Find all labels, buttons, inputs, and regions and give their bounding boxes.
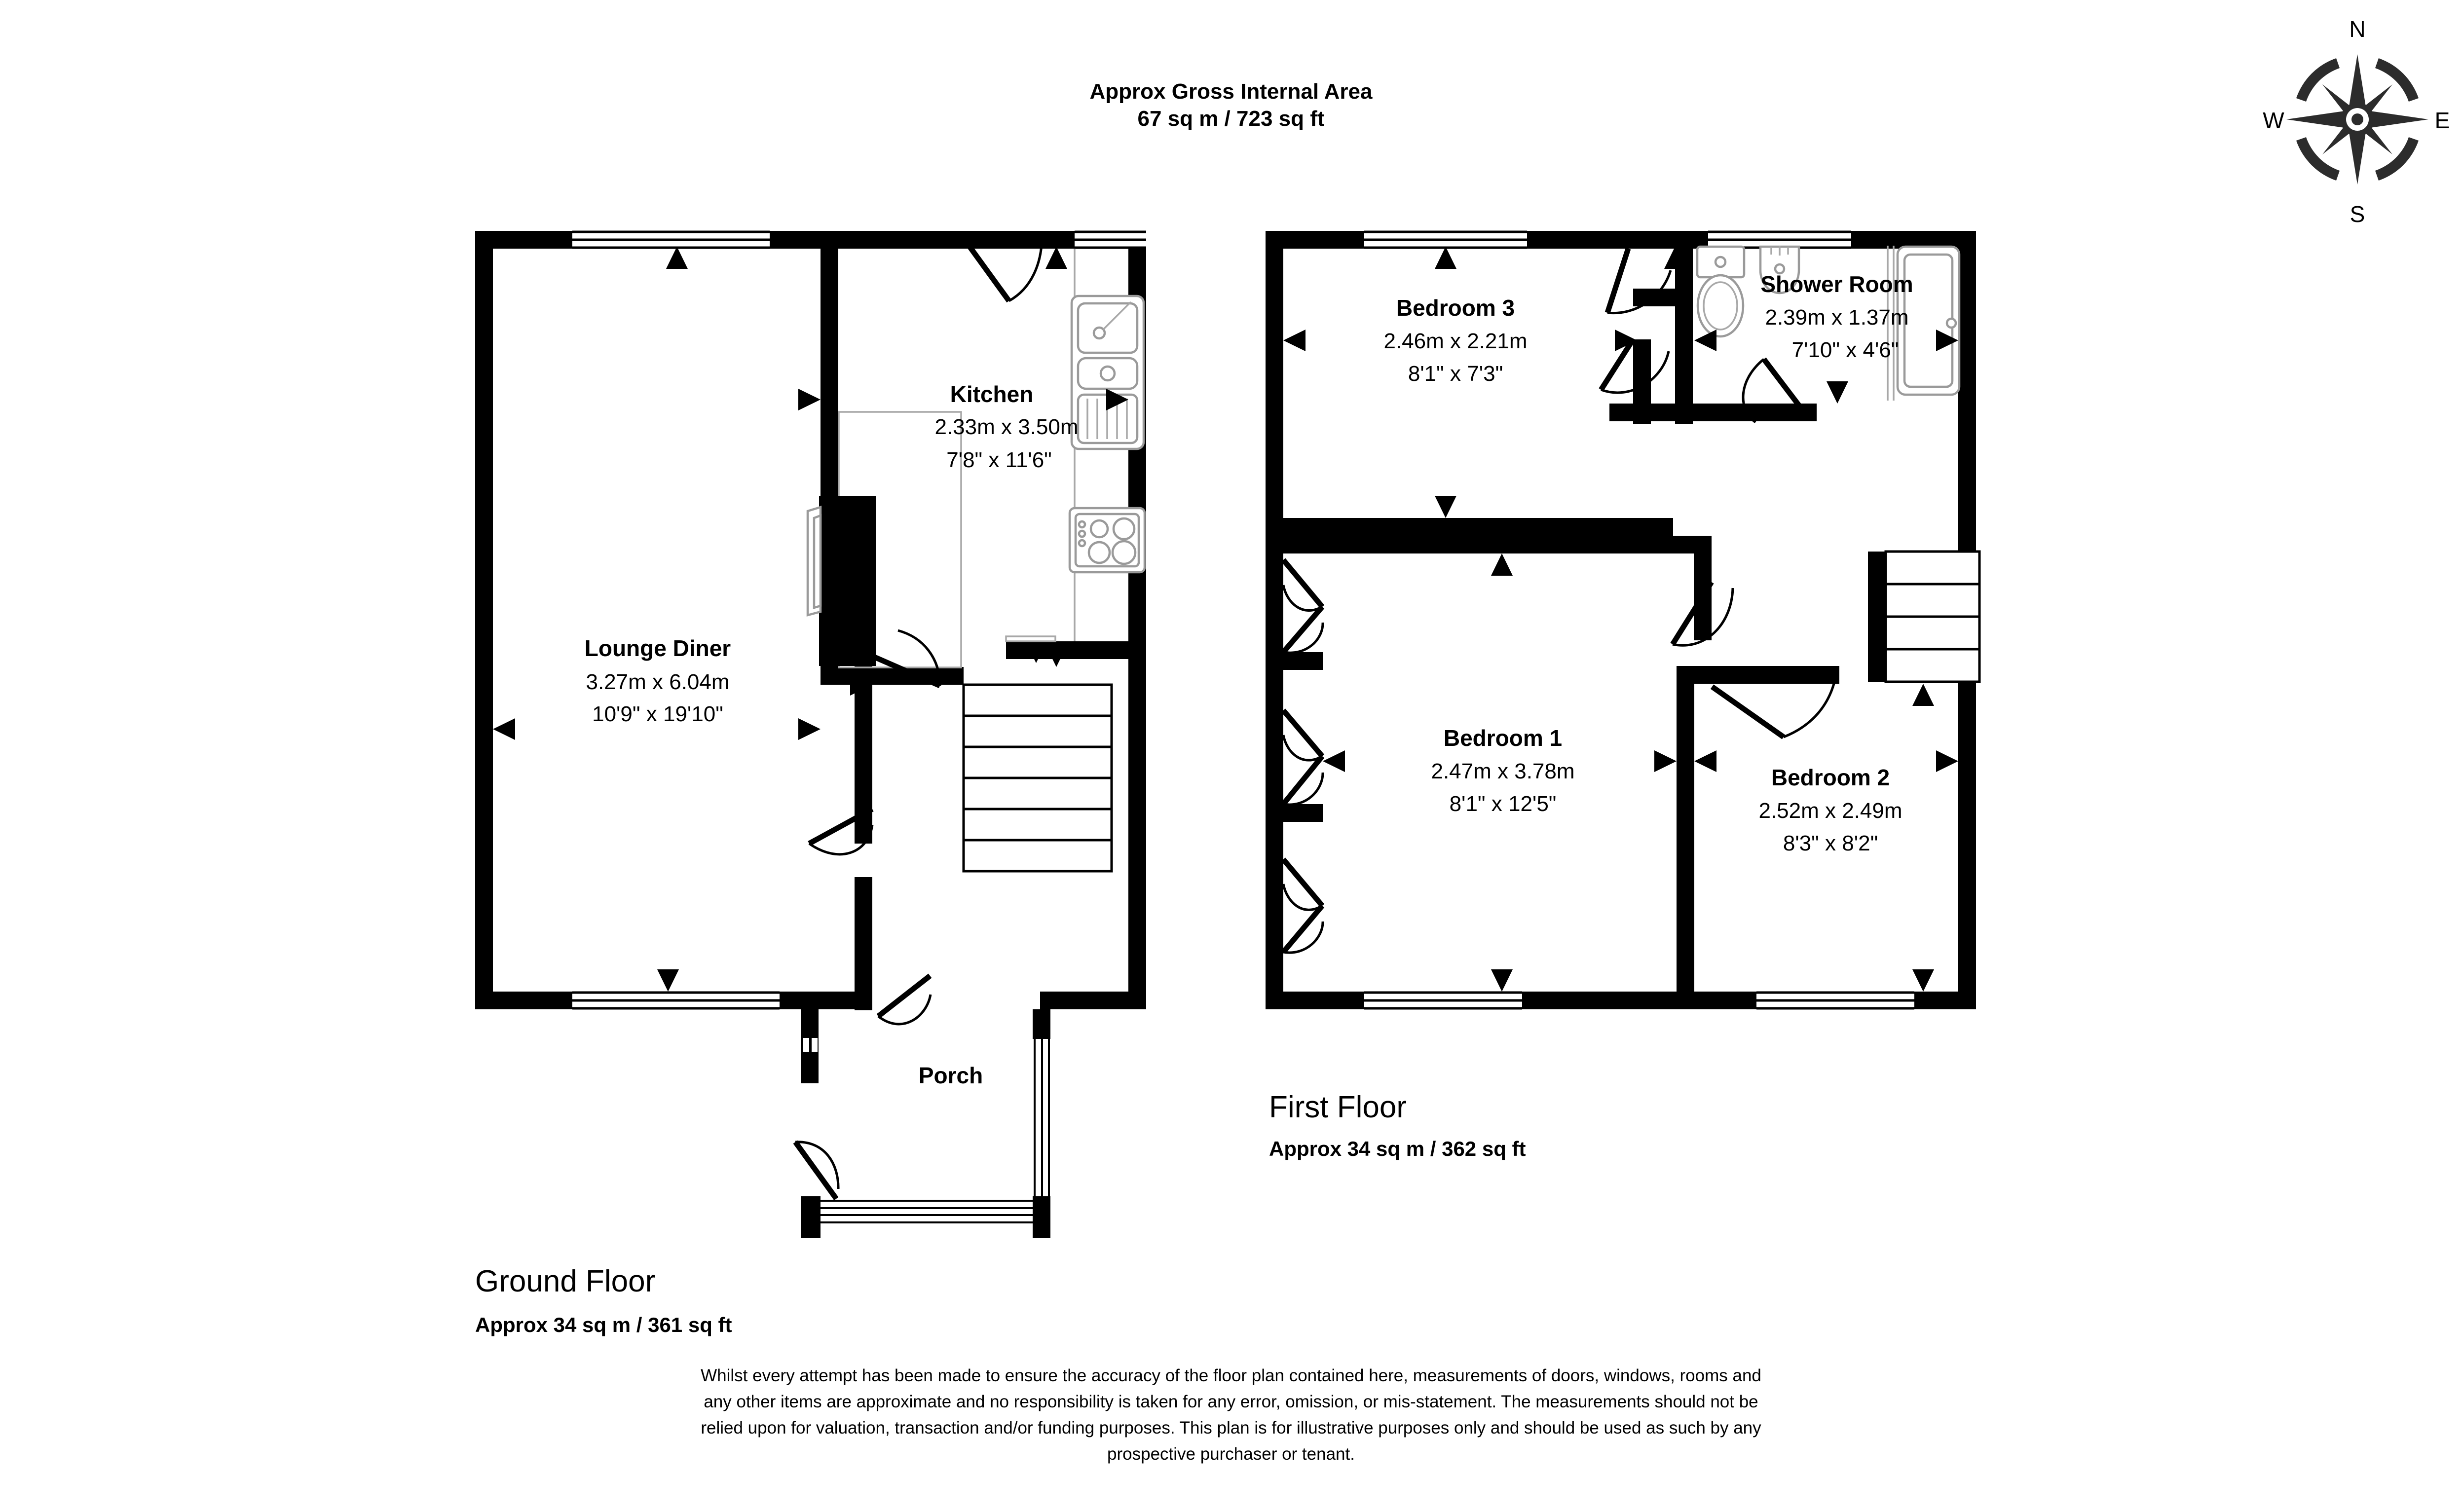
- lounge-chimney-breast: [806, 496, 876, 666]
- kitchen-sink-icon: [1070, 295, 1145, 450]
- kitchen-dim-metric: 2.33m x 3.50m: [934, 415, 1078, 439]
- bed3-length-arrow-right: [1615, 330, 1637, 351]
- disclaimer-line-1: Whilst every attempt has been made to en…: [701, 1366, 1761, 1385]
- lounge-diner-dim-imperial: 10'9" x 19'10": [592, 702, 723, 726]
- bed1-length-arrow-left: [1323, 750, 1345, 772]
- kitchen-width-arrow-left: [798, 389, 821, 410]
- bed1-width-arrow-top: [1491, 553, 1513, 576]
- lounge-width-arrow-bottom: [657, 969, 679, 992]
- bedroom2-dim-metric: 2.52m x 2.49m: [1758, 799, 1902, 823]
- disclaimer-line-3: relied upon for valuation, transaction a…: [701, 1418, 1761, 1438]
- kitchen-width-arrow-right: [1106, 389, 1128, 410]
- first-floor-title: First Floor: [1269, 1090, 1407, 1124]
- lounge-width-arrow-top: [666, 247, 688, 269]
- compass-south-label: S: [2350, 201, 2365, 227]
- porch-structure: [801, 1009, 1050, 1238]
- gross-area-header: Approx Gross Internal Area 67 sq m / 723…: [1090, 79, 1373, 131]
- ground-floor-doors: [793, 231, 1044, 1201]
- compass-rose-icon: [2286, 54, 2428, 184]
- shower-room-label-group: Shower Room 2.39m x 1.37m 7'10" x 4'6": [1760, 271, 1913, 362]
- disclaimer-line-2: any other items are approximate and no r…: [704, 1392, 1758, 1411]
- ground-floor-windows: [572, 230, 1146, 1010]
- bedroom2-label-group: Bedroom 2 2.52m x 2.49m 8'3" x 8'2": [1758, 765, 1902, 855]
- bed3-width-arrow-top: [1435, 247, 1456, 269]
- kitchen-fixtures: [834, 249, 1146, 668]
- compass-west-label: W: [2263, 108, 2284, 133]
- shower-room-fixtures: [1696, 245, 1961, 401]
- bedroom1-name: Bedroom 1: [1444, 725, 1562, 751]
- kitchen-length-arrow-bottom: [1045, 645, 1067, 667]
- bed3-width-arrow-bottom: [1435, 496, 1456, 518]
- first-floor-area: Approx 34 sq m / 362 sq ft: [1269, 1137, 1526, 1160]
- bed1-length-arrow-right: [1654, 750, 1677, 772]
- bed3-length-arrow-left: [1283, 330, 1306, 351]
- stairs-up-arrow: [1025, 641, 1047, 663]
- compass-north-label: N: [2349, 16, 2365, 42]
- lounge-diner-name: Lounge Diner: [585, 635, 731, 661]
- shower-room-name: Shower Room: [1760, 271, 1913, 297]
- ground-floor-dimension-arrows: [493, 247, 1128, 992]
- compass-east-label: E: [2435, 108, 2450, 133]
- bed2-length-arrow-bottom: [1912, 969, 1934, 992]
- bed1-width-arrow-bottom: [1491, 969, 1513, 992]
- lounge-diner-label-group: Lounge Diner 3.27m x 6.04m 10'9" x 19'10…: [585, 635, 731, 726]
- shower-width-arrow-top: [1664, 247, 1686, 269]
- bed2-length-arrow-top: [1912, 684, 1934, 706]
- kitchen-label-group: Kitchen 2.33m x 3.50m 7'8" x 11'6": [934, 381, 1078, 472]
- shower-bath-icon: [1896, 245, 1961, 396]
- shower-length-arrow-right: [1936, 330, 1958, 351]
- ground-floor-title: Ground Floor: [475, 1264, 655, 1298]
- bedroom3-dim-metric: 2.46m x 2.21m: [1383, 329, 1527, 353]
- bed2-width-arrow-left: [1694, 750, 1716, 772]
- first-floor-staircase: [1884, 550, 1981, 683]
- first-floor-plan: Bedroom 3 2.46m x 2.21m 8'1" x 7'3" Show…: [1266, 230, 1981, 1160]
- gross-area-line2: 67 sq m / 723 sq ft: [1137, 107, 1324, 131]
- lounge-length-arrow-left: [493, 718, 515, 740]
- bedroom1-label-group: Bedroom 1 2.47m x 3.78m 8'1" x 12'5": [1431, 725, 1574, 816]
- bedroom1-dim-imperial: 8'1" x 12'5": [1450, 792, 1557, 816]
- bedroom2-dim-imperial: 8'3" x 8'2": [1783, 831, 1878, 855]
- disclaimer-block: Whilst every attempt has been made to en…: [701, 1366, 1761, 1464]
- shower-room-dim-imperial: 7'10" x 4'6": [1792, 338, 1899, 362]
- first-floor-doors: [1281, 248, 1838, 954]
- fireplace-icon: [806, 505, 822, 617]
- gross-area-line1: Approx Gross Internal Area: [1090, 79, 1373, 104]
- shower-width-arrow-bottom: [1827, 381, 1848, 404]
- bedroom3-label-group: Bedroom 3 2.46m x 2.21m 8'1" x 7'3": [1383, 295, 1527, 386]
- ground-floor-staircase: [962, 635, 1113, 873]
- toilet-icon: [1696, 245, 1746, 338]
- kitchen-length-arrow-top: [1045, 247, 1067, 269]
- ground-floor-walls: [475, 231, 1146, 1010]
- shower-length-arrow-left: [1694, 330, 1716, 351]
- kitchen-dim-imperial: 7'8" x 11'6": [946, 448, 1052, 472]
- ground-floor-title-group: Ground Floor Approx 34 sq m / 361 sq ft: [475, 1264, 732, 1336]
- shower-room-dim-metric: 2.39m x 1.37m: [1765, 305, 1908, 330]
- kitchen-hob-icon: [1068, 507, 1146, 574]
- porch-name: Porch: [919, 1063, 983, 1088]
- lounge-diner-dim-metric: 3.27m x 6.04m: [586, 670, 729, 694]
- first-floor-dimension-arrows: [1283, 247, 1958, 992]
- bed2-width-arrow-right: [1936, 750, 1958, 772]
- hall-arrow: [850, 674, 872, 696]
- kitchen-name: Kitchen: [950, 381, 1034, 407]
- lounge-length-arrow-right: [798, 718, 821, 740]
- bedroom2-name: Bedroom 2: [1771, 765, 1890, 790]
- disclaimer-line-4: prospective purchaser or tenant.: [1107, 1444, 1355, 1464]
- bedroom3-name: Bedroom 3: [1396, 295, 1515, 321]
- compass-rose: N E S W: [2263, 16, 2450, 227]
- bedroom1-dim-metric: 2.47m x 3.78m: [1431, 759, 1574, 783]
- ground-floor-area: Approx 34 sq m / 361 sq ft: [475, 1313, 732, 1336]
- ground-floor-plan: Lounge Diner 3.27m x 6.04m 10'9" x 19'10…: [475, 230, 1146, 1336]
- wash-basin-icon: [1759, 245, 1800, 295]
- bedroom3-dim-imperial: 8'1" x 7'3": [1408, 362, 1503, 386]
- first-floor-title-group: First Floor Approx 34 sq m / 362 sq ft: [1269, 1090, 1526, 1160]
